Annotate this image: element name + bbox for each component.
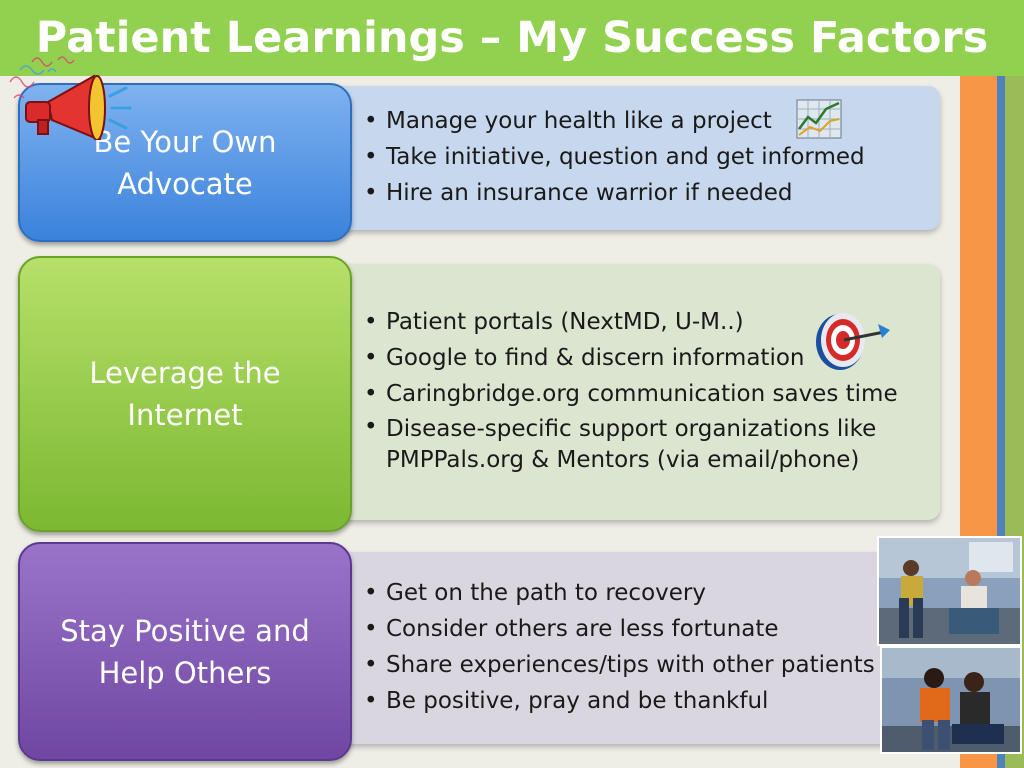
list-item: Patient portals (NextMD, U-M..) <box>362 304 898 340</box>
list-item: Share experiences/tips with other patien… <box>362 647 875 683</box>
bullet-list-internet: Patient portals (NextMD, U-M..) Google t… <box>362 304 898 476</box>
list-item: Caringbridge.org communication saves tim… <box>362 376 898 412</box>
slide-title: Patient Learnings – My Success Factors <box>35 13 989 63</box>
patients-photo <box>877 536 1022 646</box>
section-heading: Be Your Own Advocate <box>93 124 277 201</box>
bullet-list-positive: Get on the path to recovery Consider oth… <box>362 575 875 719</box>
chart-icon <box>796 99 842 139</box>
list-item: Take initiative, question and get inform… <box>362 139 865 175</box>
decorative-stripe-blue <box>997 76 1005 768</box>
section-heading: Leverage the Internet <box>89 356 281 432</box>
megaphone-icon <box>9 56 132 140</box>
list-item: Consider others are less fortunate <box>362 611 875 647</box>
section-heading: Stay Positive and Help Others <box>60 613 310 690</box>
list-item: Be positive, pray and be thankful <box>362 683 875 719</box>
list-item: Disease-specific support organizations l… <box>362 412 886 476</box>
target-icon <box>816 313 890 370</box>
patients-photo <box>880 646 1022 754</box>
list-item: Hire an insurance warrior if needed <box>362 175 865 211</box>
list-item: Manage your health like a project <box>362 103 865 139</box>
list-item: Get on the path to recovery <box>362 575 875 611</box>
title-bar <box>0 0 1024 76</box>
list-item: Google to find & discern information <box>362 340 898 376</box>
section-box-positive: Stay Positive and Help Others <box>18 542 352 761</box>
section-box-internet: Leverage the Internet <box>18 256 352 532</box>
bullet-list-advocate: Manage your health like a project Take i… <box>362 103 865 211</box>
